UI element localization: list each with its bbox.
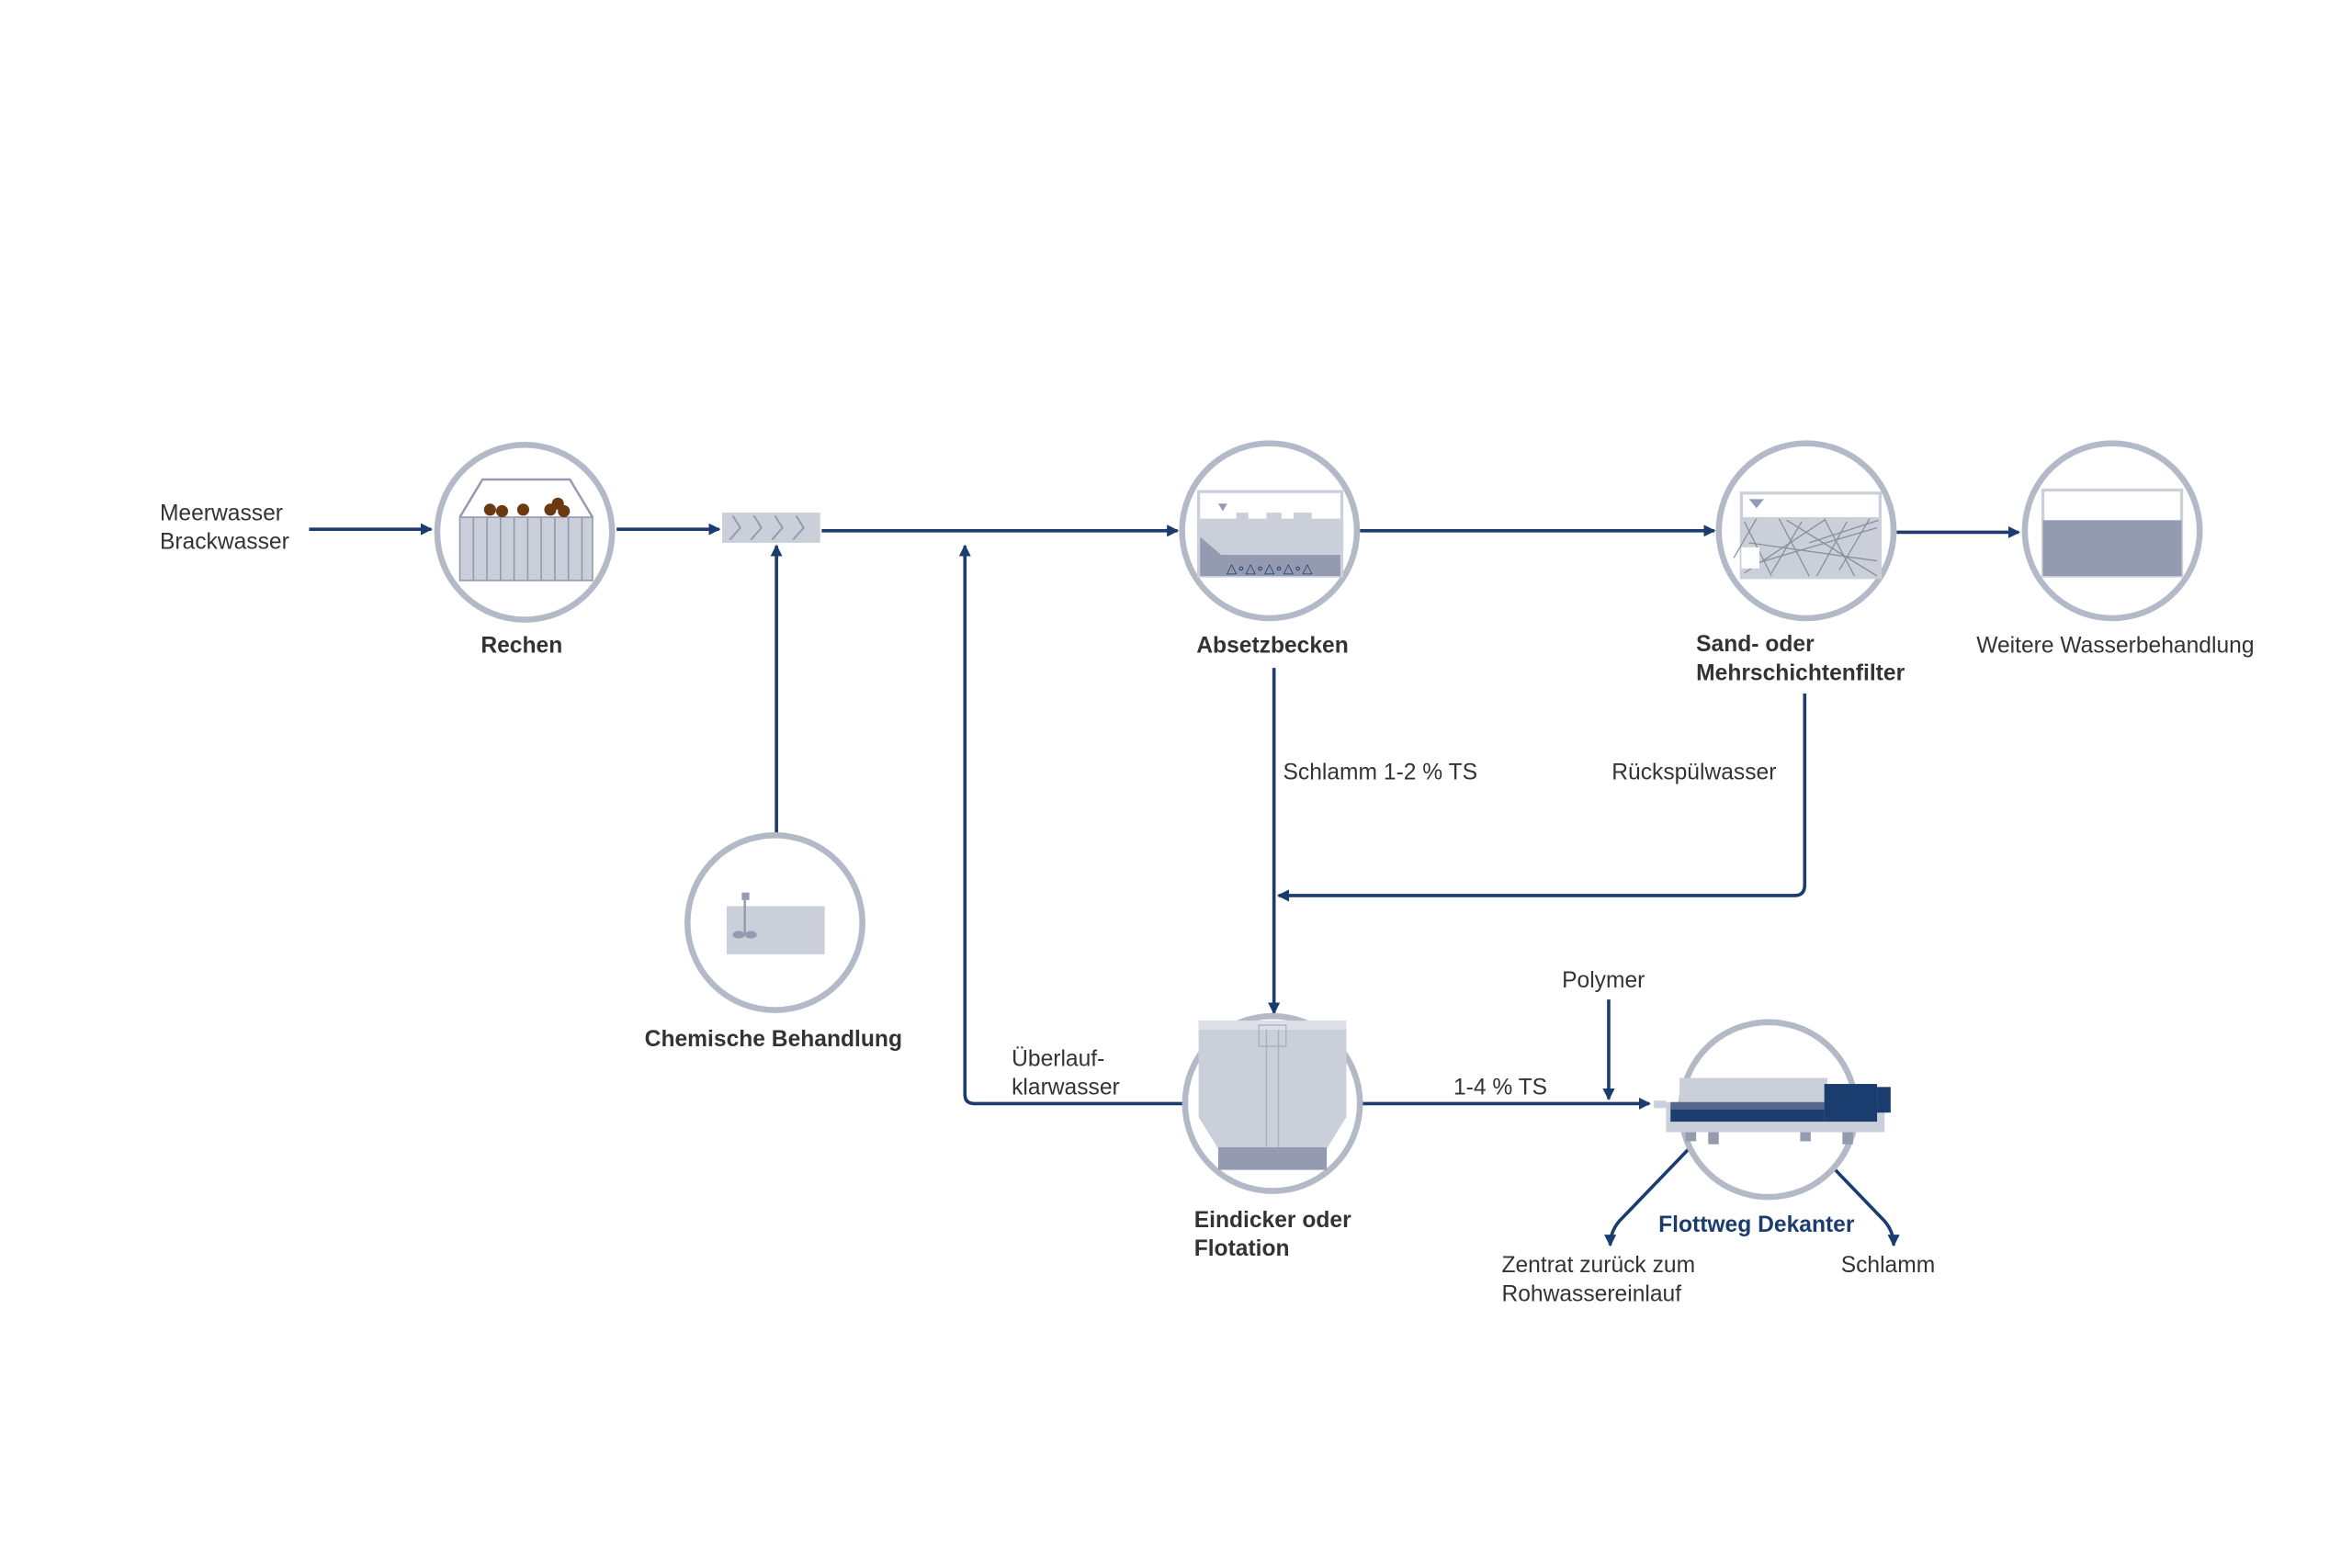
rechen-station[interactable]: Rechen (434, 441, 616, 659)
filter-label-1: Sand- oder (1696, 632, 1815, 657)
sludge-out-arrow (1806, 1140, 1900, 1247)
decanter-centrifuge-icon (1654, 1077, 1891, 1145)
inlet-label-2: Brackwasser (160, 530, 289, 555)
sludge-ts-label: Schlamm 1-2 % TS (1283, 761, 1478, 785)
backwash-label: Rückspülwasser (1611, 761, 1776, 785)
static-mixer (722, 513, 820, 543)
dosing-tank-icon (726, 892, 825, 954)
decanter-label: Flottweg Dekanter (1658, 1213, 1855, 1237)
overflow-label-2: klarwasser (1012, 1076, 1120, 1100)
overflow-label-1: Überlauf- (1012, 1046, 1104, 1071)
chemical-label: Chemische Behandlung (645, 1027, 902, 1052)
thickener-icon (1198, 1021, 1347, 1170)
svg-text:△∘△∘△∘△∘△: △∘△∘△∘△∘△ (1227, 561, 1313, 577)
polymer-label: Polymer (1562, 968, 1645, 993)
sand-filter-icon (1733, 491, 1882, 580)
thickener-label-1: Eindicker oder (1194, 1208, 1351, 1233)
ts-1-4-label: 1-4 % TS (1453, 1076, 1547, 1100)
rechen-label: Rechen (481, 634, 562, 659)
filter-station[interactable]: Sand- oder Mehrschichtenfilter (1696, 440, 1905, 686)
further-treatment-station[interactable]: Weitere Wasserbehandlung (1976, 440, 2255, 659)
thickener-label-2: Flotation (1194, 1236, 1290, 1261)
centrate-label-1: Zentrat zurück zum (1501, 1253, 1695, 1278)
absetz-label: Absetzbecken (1196, 634, 1349, 659)
decanter-station[interactable]: Flottweg Dekanter (1654, 1019, 1891, 1237)
further-label: Weitere Wasserbehandlung (1976, 634, 2254, 659)
overflow-return-arrow (958, 544, 1184, 1106)
inlet-label-1: Meerwasser (160, 501, 283, 525)
backwash-arrow (1276, 694, 1807, 902)
centrate-arrow (1604, 1140, 1698, 1247)
screen-icon (458, 478, 594, 581)
filter-label-2: Mehrschichtenfilter (1696, 660, 1905, 685)
centrate-label-2: Rohwassereinlauf (1501, 1281, 1681, 1306)
absetz-station[interactable]: △∘△∘△∘△∘△ Absetzbecken (1179, 440, 1361, 659)
chemical-station[interactable]: Chemische Behandlung (645, 832, 902, 1052)
flow-lines (309, 523, 2020, 1247)
thickener-station[interactable]: Eindicker oder Flotation (1182, 1012, 1363, 1261)
sludge-out-label: Schlamm (1841, 1253, 1936, 1278)
settling-tank-icon: △∘△∘△∘△∘△ (1196, 490, 1344, 578)
water-tank-icon (2041, 488, 2184, 578)
